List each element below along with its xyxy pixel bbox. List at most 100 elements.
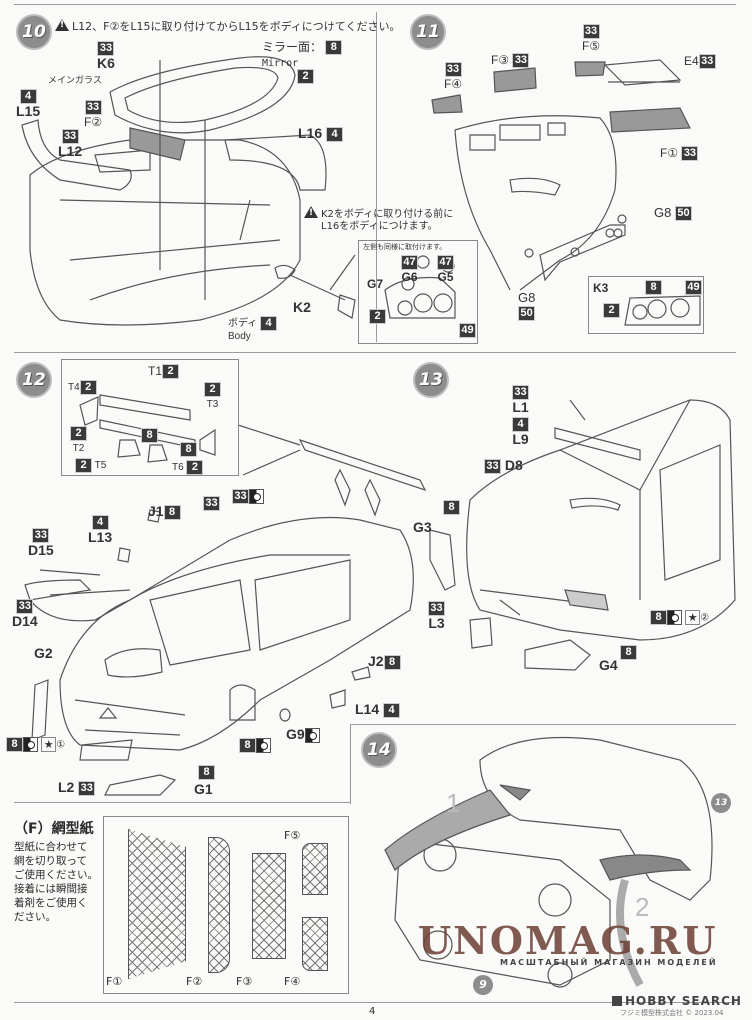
k2-drawing bbox=[274, 264, 356, 319]
label-g3: G3 bbox=[413, 519, 432, 535]
label-k2: K2 bbox=[293, 299, 311, 315]
body-shell-drawing bbox=[29, 139, 301, 326]
step-13-badge: 13 bbox=[413, 362, 449, 398]
g1-paint-code: 8 bbox=[198, 765, 215, 780]
l15-drawing bbox=[21, 119, 132, 191]
mesh-piece-f3 bbox=[252, 853, 286, 959]
inset-code-49: 49 bbox=[459, 323, 476, 338]
step-13-ref-badge: 13 bbox=[711, 793, 731, 813]
front-paint-spec: 8 ★① bbox=[6, 737, 65, 752]
step-9-ref-badge: 9 bbox=[473, 975, 493, 995]
mesh-label-f4: F④ bbox=[284, 975, 301, 988]
label-g8-right: G8 50 bbox=[654, 205, 692, 222]
star-icon: ★ bbox=[41, 737, 57, 752]
mesh-label-f1: F① bbox=[106, 975, 123, 988]
label-g1: G1 bbox=[194, 781, 213, 797]
step-11-k3-inset: K3 8 49 2 bbox=[588, 276, 704, 334]
decal-icon bbox=[667, 610, 682, 625]
step-11-badge: 11 bbox=[410, 14, 446, 50]
window-paint-code: 33 bbox=[203, 496, 220, 511]
label-f1: F① 33 bbox=[660, 146, 699, 162]
mesh-piece-f1 bbox=[128, 829, 186, 979]
label-g4: G4 bbox=[599, 657, 618, 673]
label-t6: T6 2 bbox=[172, 460, 204, 475]
decal-icon bbox=[23, 737, 38, 752]
rear-body-drawing bbox=[454, 115, 617, 291]
mesh-label-f5: F⑤ bbox=[284, 829, 301, 842]
mesh-piece-f4 bbox=[302, 917, 328, 971]
warning-icon bbox=[304, 206, 318, 219]
k3-code-2: 2 bbox=[603, 303, 620, 318]
label-t5: 2 T5 bbox=[75, 458, 106, 473]
k3-code-8: 8 bbox=[645, 280, 662, 295]
watermark-title: UNOMAG.RU bbox=[418, 918, 718, 963]
mesh-template-instructions: 型紙に合わせて 網を切り取って ご使用ください。 接着には瞬間接 着剤をご使用く… bbox=[14, 841, 98, 923]
step-10-badge: 10 bbox=[16, 14, 52, 50]
step-10-warning-k2: K2をボディに取り付ける前に L16をボディにつけます。 bbox=[304, 206, 453, 233]
step-12-badge: 12 bbox=[16, 362, 52, 398]
label-mirror: ミラー面： 8 Mirror bbox=[262, 40, 343, 71]
label-k3: K3 bbox=[593, 281, 609, 295]
step-14-badge: 14 bbox=[361, 732, 397, 768]
label-g9: G9 bbox=[286, 727, 320, 743]
hobby-search-logo: HOBBY SEARCH bbox=[612, 994, 742, 1008]
label-body: ボディ 4 Body bbox=[228, 316, 278, 342]
label-d8: 33 D8 bbox=[484, 458, 523, 474]
watermark-subtitle: МАСШТАБНЫЙ МАГАЗИН МОДЕЛЕЙ bbox=[500, 958, 718, 967]
publisher-credit: フジミ模型株式会社 © 2023.04 bbox=[620, 1009, 724, 1017]
label-f3: F③ 33 bbox=[491, 53, 530, 69]
t6-paint-code: 8 bbox=[180, 442, 197, 457]
car-front-drawing bbox=[59, 516, 414, 751]
main-glass-drawing bbox=[109, 56, 296, 134]
l16-drawing bbox=[224, 134, 327, 191]
label-main-glass: メインガラス bbox=[48, 75, 102, 85]
top-rule bbox=[14, 4, 736, 5]
rear-paint-spec: 8 ★② bbox=[650, 610, 709, 625]
k3-code-49: 49 bbox=[685, 280, 702, 295]
mesh-label-f2: F② bbox=[186, 975, 203, 988]
g3-paint-code: 8 bbox=[443, 500, 460, 515]
chassis-drawing bbox=[394, 839, 611, 986]
label-g2: G2 bbox=[34, 645, 53, 661]
inset-code-2: 2 bbox=[369, 309, 386, 324]
decal-icon bbox=[256, 738, 271, 753]
warning-icon bbox=[55, 19, 69, 31]
star-icon: ★ bbox=[685, 610, 701, 625]
t5-paint-code: 8 bbox=[141, 428, 158, 443]
mesh-template-title: （F）網型紙 bbox=[14, 821, 94, 837]
bottom-rule bbox=[14, 1002, 736, 1003]
arrow-2-label: 2 bbox=[635, 892, 650, 922]
body-inverted-drawing bbox=[479, 736, 713, 901]
step14-left-rule bbox=[350, 724, 351, 804]
page-number: 4 bbox=[369, 1006, 376, 1017]
label-l2: L2 33 bbox=[58, 780, 96, 796]
inset-note: 左側も同様に取付けます。 bbox=[363, 243, 447, 251]
mesh-template-box: F① F② F③ F④ F⑤ bbox=[103, 816, 349, 994]
section-divider-middle bbox=[14, 802, 350, 803]
mesh-label-f3: F③ bbox=[236, 975, 253, 988]
l12-drawing bbox=[94, 149, 151, 173]
side-paint-spec: 8 bbox=[239, 735, 271, 754]
car-rear-drawing bbox=[466, 399, 736, 641]
label-l16: L16 4 bbox=[298, 126, 344, 142]
mesh-piece-f5 bbox=[302, 843, 328, 895]
body-decal-code: 33 bbox=[232, 486, 264, 505]
